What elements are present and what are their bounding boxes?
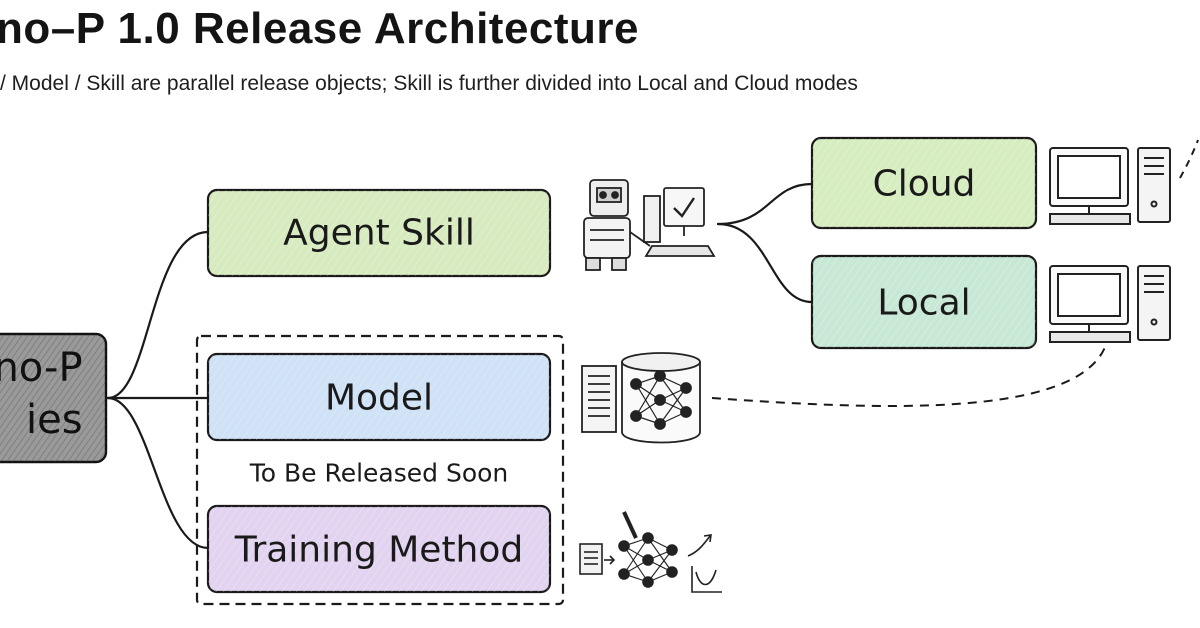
desktop-computer-icon: [1049, 265, 1171, 343]
model-node: [206, 352, 552, 442]
page-title: no–P 1.0 Release Architecture: [0, 4, 640, 53]
local-label: Local: [877, 282, 971, 324]
cloud-label: Cloud: [872, 163, 976, 205]
edge-root-agent-skill: [106, 230, 210, 400]
root-label-line1: no-P: [0, 345, 83, 391]
release-soon-group: [195, 334, 565, 606]
edge-skill-local: [716, 222, 814, 304]
desktop-computer-icon: [1049, 147, 1171, 225]
local-node: [810, 254, 1038, 350]
edge-model-local-dashed: [711, 337, 1109, 407]
root-node-label: no-P ies: [0, 342, 83, 446]
edge-cloud-dashed: [1179, 139, 1199, 179]
agent-skill-node: [206, 188, 552, 278]
connector-lines: [106, 182, 814, 550]
edge-skill-cloud: [716, 182, 814, 226]
release-soon-note: To Be Released Soon: [249, 458, 509, 488]
neural-network-training-icon: [579, 511, 722, 593]
model-label: Model: [324, 377, 434, 419]
agent-skill-label: Agent Skill: [283, 212, 475, 254]
training-method-node: [206, 504, 552, 594]
root-label-line2: ies: [26, 397, 83, 443]
neural-network-database-icon: [581, 352, 701, 444]
edge-root-training: [106, 396, 210, 550]
robot-at-computer-icon: [583, 179, 716, 271]
training-method-label: Training Method: [234, 529, 524, 571]
cloud-node: [810, 136, 1038, 230]
page-subtitle: / Model / Skill are parallel release obj…: [0, 72, 858, 95]
root-node: [0, 332, 108, 464]
